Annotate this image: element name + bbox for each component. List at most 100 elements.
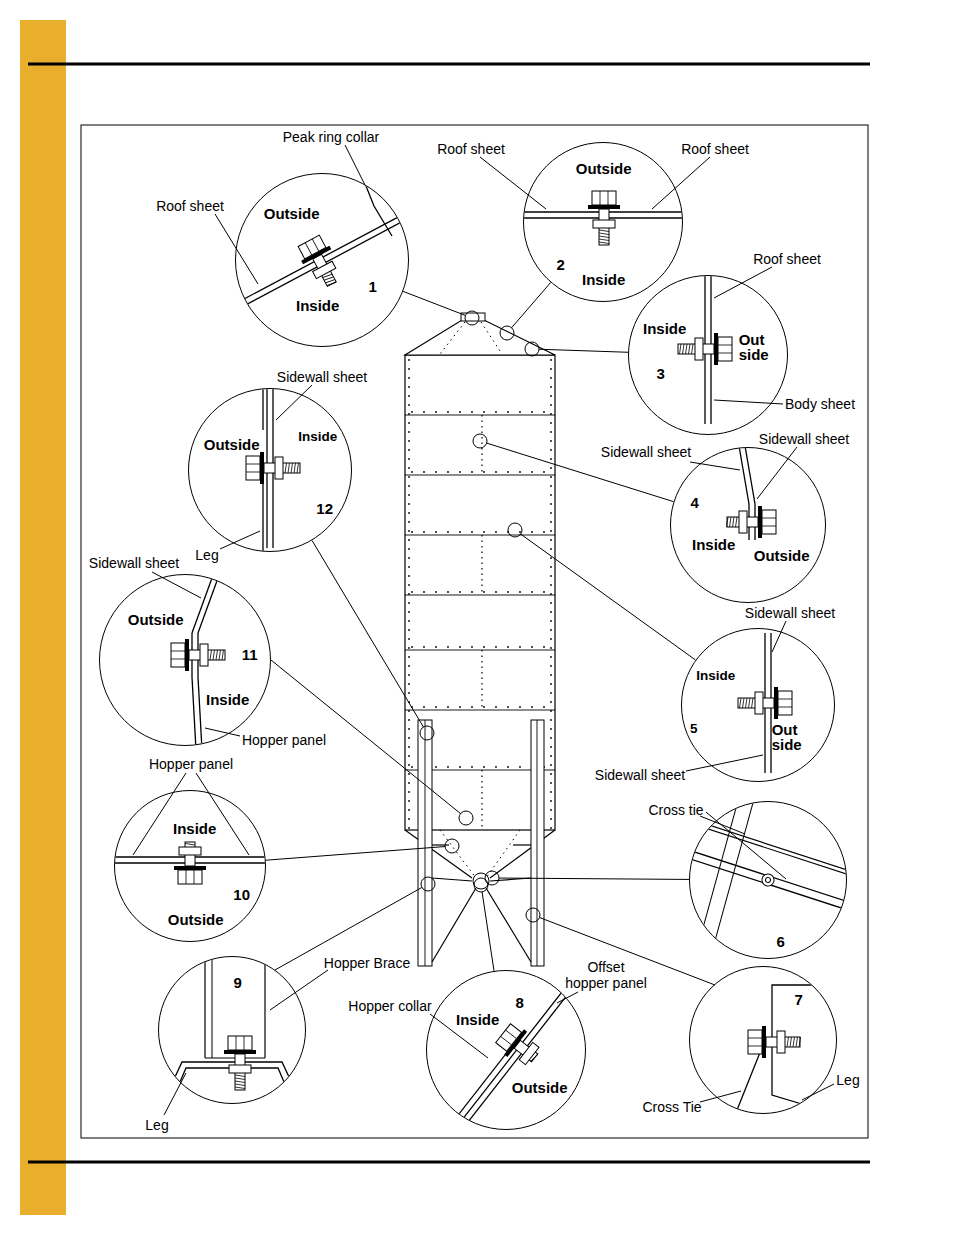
bolt-detail: [748, 1026, 801, 1058]
bolt-dot: [550, 467, 552, 469]
bolt-dot: [495, 531, 497, 533]
bolt-thread: [749, 698, 751, 708]
bolt-detail: [246, 388, 300, 548]
part-label: Leg: [145, 1117, 168, 1133]
bolt-dot: [435, 531, 437, 533]
bolt-dot: [550, 809, 552, 811]
bolt-dot: [495, 646, 497, 648]
bolt-dot: [408, 719, 410, 721]
detail-leader: [482, 892, 494, 971]
bolt-dot: [531, 531, 533, 533]
bolt-end: [765, 877, 771, 883]
header-rule: [28, 63, 870, 66]
bolt-dot: [550, 422, 552, 424]
nut: [777, 1031, 785, 1053]
bolt-dot: [408, 485, 410, 487]
side-label: Out side: [772, 722, 808, 754]
bolt-dot: [550, 566, 552, 568]
ring-seam: [405, 595, 555, 596]
bolt-dot: [483, 591, 485, 593]
detail-circle: Outside11Inside: [99, 574, 271, 746]
bolt-dot: [543, 646, 545, 648]
bolt-dot: [408, 818, 410, 820]
bolt-dot: [531, 591, 533, 593]
sheet-edge: [230, 212, 407, 306]
bolt-dot: [550, 530, 552, 532]
bolt-dot: [447, 766, 449, 768]
bolt-dot: [408, 404, 410, 406]
bolt-dot: [519, 471, 521, 473]
bolt-dot: [408, 710, 410, 712]
side-label: Inside: [206, 692, 249, 708]
bolt-dot: [408, 449, 410, 451]
bolt-dot: [435, 411, 437, 413]
bolt-dot: [495, 471, 497, 473]
bolt-dot: [435, 766, 437, 768]
nut: [695, 338, 703, 360]
bolt-dot: [550, 557, 552, 559]
nut: [593, 220, 615, 228]
bolt-head: [178, 870, 202, 884]
sheet-edge: [192, 578, 212, 633]
bolt-dot: [519, 591, 521, 593]
part-leader: [276, 385, 312, 420]
roof-rib: [440, 322, 465, 354]
callout-number: 5: [690, 722, 698, 736]
side-label: Outside: [204, 437, 260, 453]
part-label: Hopper Brace: [324, 955, 410, 971]
figure-frame: [81, 125, 868, 1138]
vertical-seam: [481, 535, 482, 595]
bolt-dot: [423, 646, 425, 648]
bolt-detail: [224, 1036, 256, 1090]
bolt-dot: [543, 411, 545, 413]
side-label: Inside: [456, 1012, 499, 1028]
detail-drawing: [168, 950, 296, 1096]
bolt-dot: [408, 512, 410, 514]
bolt-head: [762, 510, 776, 534]
bolt-dot: [471, 706, 473, 708]
bolt-dot: [550, 539, 552, 541]
bolt-dot: [408, 557, 410, 559]
brace-edge: [204, 950, 205, 1058]
detail-marker: [473, 434, 487, 448]
bolt-dot: [447, 706, 449, 708]
bolt-dot: [408, 359, 410, 361]
bolt-dot: [408, 755, 410, 757]
bolt-dot: [550, 719, 552, 721]
washer: [762, 1026, 766, 1058]
bolt-thread: [793, 1037, 795, 1047]
bolt-dot: [459, 471, 461, 473]
callout-number: 7: [795, 992, 803, 1008]
bolt-dot: [447, 646, 449, 648]
bolt-dot: [507, 706, 509, 708]
bolt-dot: [550, 827, 552, 829]
bolt-dot: [550, 440, 552, 442]
bolt-dot: [483, 411, 485, 413]
bolt-thread: [787, 1037, 789, 1047]
bolt-thread: [210, 650, 212, 660]
bolt-head-edge: [312, 239, 319, 251]
bolt-dot: [408, 728, 410, 730]
bolt-dot: [483, 471, 485, 473]
part-label: Sidewall sheet: [277, 369, 367, 385]
bolt-dot: [408, 503, 410, 505]
bolt-dot: [550, 800, 552, 802]
hopper-edge: [198, 677, 202, 750]
bolt-thread: [686, 344, 688, 354]
bolt-dot: [408, 395, 410, 397]
part-label: Sidewall sheet: [759, 431, 849, 447]
detail-leader: [512, 283, 551, 328]
nut: [229, 1065, 251, 1073]
tie-edge: [662, 850, 871, 918]
part-leader: [557, 992, 578, 1003]
washer: [774, 687, 778, 719]
leg-edge: [262, 386, 263, 430]
part-leader: [345, 145, 365, 185]
bolt-dot: [459, 706, 461, 708]
side-label: Out side: [739, 332, 775, 364]
detail-drawing: [246, 386, 300, 555]
bolt-dot: [423, 471, 425, 473]
bolt-dot: [550, 575, 552, 577]
bolt-dot: [411, 646, 413, 648]
leg-edge: [262, 458, 263, 555]
